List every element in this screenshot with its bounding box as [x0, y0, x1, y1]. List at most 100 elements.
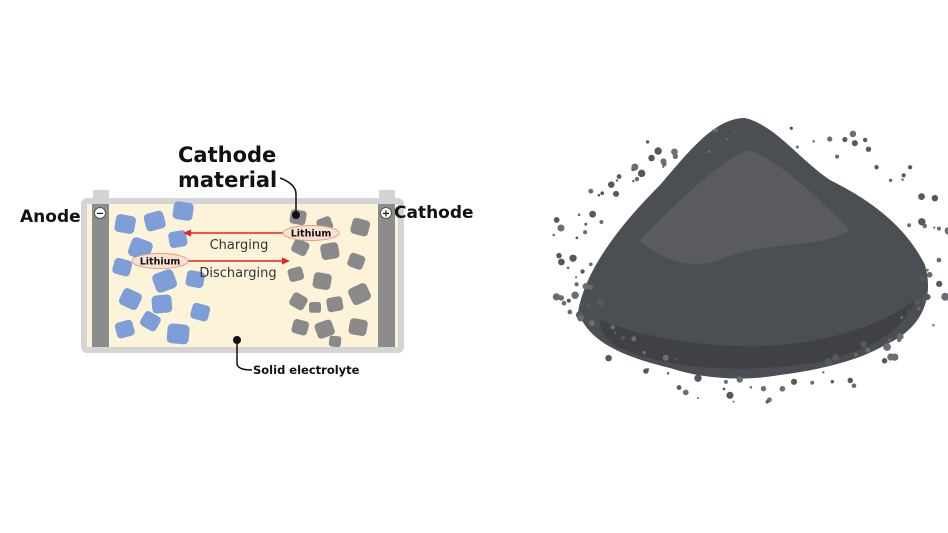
powder-speck [842, 136, 848, 143]
powder-speck [926, 271, 933, 278]
powder-speck [631, 336, 637, 342]
powder-speck [810, 380, 815, 385]
powder-speck [552, 233, 556, 237]
powder-speck [944, 227, 948, 235]
cathode-particle [314, 319, 335, 339]
powder-speck [883, 343, 891, 351]
powder-speck [597, 193, 601, 197]
powder-speck [941, 292, 948, 301]
powder-speck [586, 303, 592, 309]
cathode-particle [287, 266, 305, 282]
anode-particle [114, 214, 136, 234]
powder-speck [589, 210, 597, 218]
plus-icon [380, 207, 392, 219]
charging-arrowhead-icon [183, 229, 191, 237]
powder-speck [662, 354, 669, 361]
powder-speck [666, 372, 670, 375]
powder-speck [600, 191, 605, 196]
powder-speck [654, 147, 662, 155]
powder-speck [566, 298, 571, 303]
powder-speck [707, 150, 711, 154]
powder-speck [887, 353, 895, 361]
powder-speck [557, 224, 565, 232]
powder-speck [577, 314, 584, 322]
powder-speck [561, 300, 567, 306]
powder-speck [832, 354, 840, 362]
cathode-particle [291, 238, 310, 257]
cathode-particle [348, 283, 371, 306]
powder-speck [571, 291, 579, 299]
svg-text:Cathode: Cathode [178, 143, 276, 167]
powder-speck [583, 230, 588, 235]
anode-particle [143, 210, 166, 232]
anode-collector [92, 204, 109, 347]
anode-particle [185, 270, 205, 289]
anode-particle [114, 319, 135, 339]
cathode-powder-photo [552, 118, 948, 404]
powder-speck [824, 358, 833, 366]
powder-speck [645, 140, 650, 144]
cathode-particle [347, 252, 366, 270]
powder-speck [847, 377, 853, 384]
powder-speck [588, 188, 594, 194]
powder-speck [574, 282, 579, 287]
powder-speck [733, 131, 737, 135]
powder-speck [887, 338, 891, 342]
powder-speck [936, 280, 943, 288]
powder-speck [918, 193, 925, 201]
powder-speck [835, 154, 840, 159]
powder-speck [569, 254, 577, 262]
cathode-material-leader [279, 177, 297, 214]
powder-speck [851, 140, 858, 147]
powder-speck [888, 178, 893, 183]
powder-speck [918, 218, 926, 226]
powder-speck [584, 222, 588, 226]
powder-speck [862, 137, 868, 143]
powder-speck [881, 358, 888, 364]
powder-speck [643, 368, 649, 374]
svg-text:Lithium: Lithium [140, 257, 181, 268]
powder-speck [897, 333, 904, 340]
powder-speck [605, 354, 612, 362]
powder-speck [822, 371, 825, 374]
powder-speck [915, 299, 921, 305]
powder-speck [860, 340, 867, 348]
powder-speck [736, 376, 743, 383]
powder-speck [610, 325, 615, 330]
svg-text:material: material [178, 168, 277, 192]
powder-speck [597, 298, 606, 307]
powder-speck [671, 148, 678, 156]
powder-speck [682, 389, 689, 396]
svg-text:+: + [382, 209, 390, 220]
powder-speck [566, 266, 570, 270]
powder-speck [588, 320, 595, 327]
svg-text:Discharging: Discharging [199, 266, 276, 281]
powder-speck [726, 137, 729, 141]
powder-speck [575, 236, 579, 240]
powder-speck [579, 304, 582, 307]
powder-speck [632, 179, 635, 183]
powder-speck [674, 357, 678, 361]
lithium-ion-top [282, 225, 340, 241]
svg-text:Cathode: Cathode [394, 203, 474, 223]
powder-speck [662, 165, 665, 169]
powder-speck [676, 385, 682, 390]
solid-electrolyte-leader [236, 340, 253, 371]
powder-speck [615, 179, 619, 182]
powder-speck [865, 347, 871, 353]
powder-speck [660, 158, 667, 165]
powder-speck [614, 331, 617, 334]
powder-speck [789, 126, 793, 130]
anode-particle [168, 230, 188, 249]
svg-text:Lithium: Lithium [291, 229, 332, 240]
powder-speck [613, 190, 620, 197]
powder-speck [599, 219, 604, 224]
powder-speck [812, 140, 815, 143]
powder-speck [556, 252, 562, 259]
powder-speck [779, 385, 786, 392]
anode-particle [151, 294, 173, 314]
powder-speck [642, 350, 647, 355]
powder-speck [582, 282, 590, 290]
powder-speck [588, 262, 593, 267]
powder-speck [932, 324, 935, 327]
